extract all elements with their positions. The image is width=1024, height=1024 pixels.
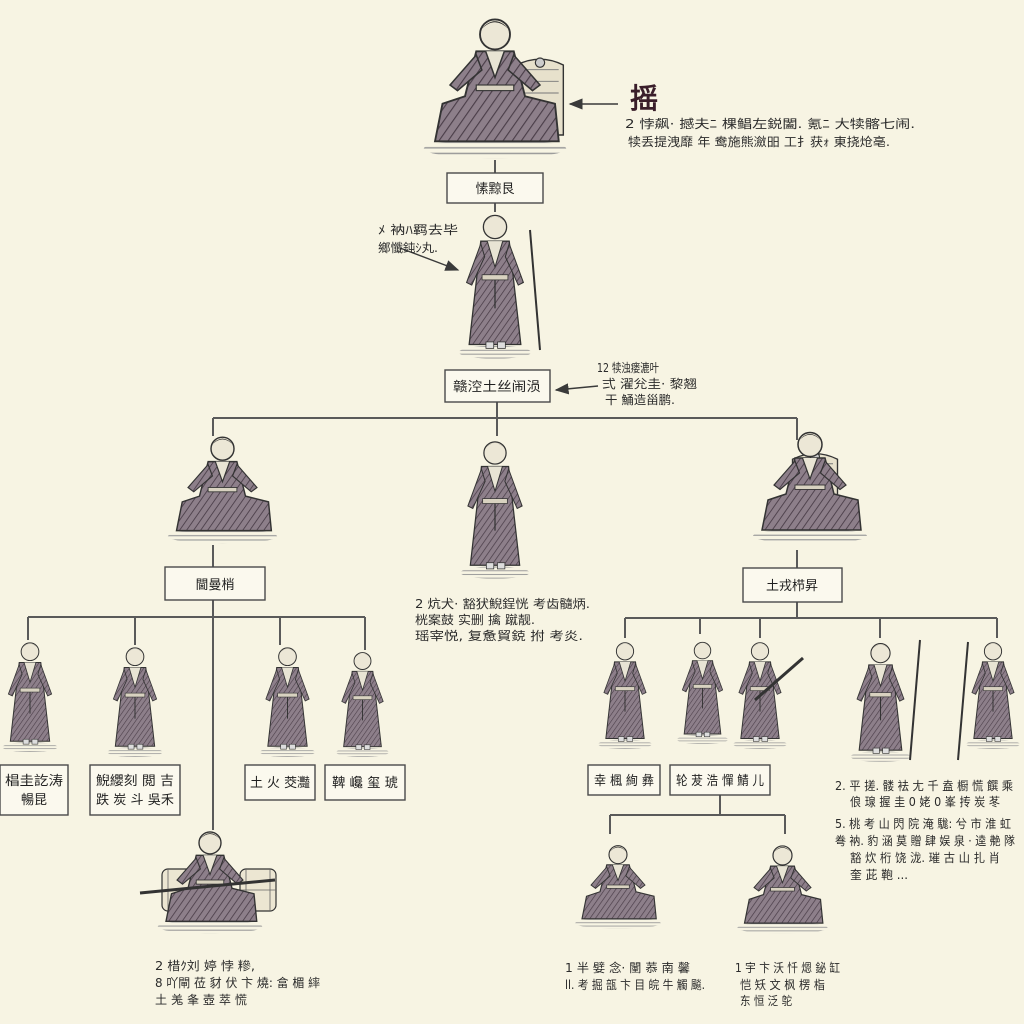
standing-figure-icon xyxy=(259,647,316,758)
top-note-line: 2 悖飙· 撼夫ﾆ 棵鲳左鋭闔. 氪ﾆ 大犊髂七闹. xyxy=(625,116,915,131)
left-branch-label-line: 跌 炭 斗 吳禾 xyxy=(96,792,174,808)
standing-figure-icon xyxy=(457,214,533,360)
top-label-box: 愫黥艮 xyxy=(446,172,544,204)
drum-note-line: 土 羗 夆 壺 萃 慌 xyxy=(155,992,247,1007)
left-branch-box-1: 椙圭訖涛 暢昆 xyxy=(0,764,69,816)
level2-center-note-line: 桄案鼓 实删 擒 蹴靓. xyxy=(415,612,535,627)
right-side-note-line: 奎 茈 鞄 ... xyxy=(850,867,908,882)
right-side-note-line: 2. 平 搓. 髅 袪 尢 千 盍 橱 慌 饌 乘 xyxy=(835,778,1013,793)
label-box xyxy=(446,172,544,204)
standing-figure-icon xyxy=(335,651,390,758)
label-box xyxy=(89,764,181,816)
sub-left-note-line: 1 半 嬖 念· 闉 菾 南 馨 xyxy=(565,960,690,975)
standing-figure-icon xyxy=(676,641,729,745)
left-branch-box-3: 土 火 茭灩 xyxy=(244,764,316,801)
seated-figure-icon xyxy=(752,431,868,545)
sub-right-note-line: 东 恒 泛 鸵 xyxy=(740,993,792,1008)
sub-right-note-line: 1 宇 卞 沃 忏 煾 鉍 缸 xyxy=(735,960,840,975)
staff-icon xyxy=(957,641,969,761)
standing-figure-icon xyxy=(965,642,1021,750)
second-label-box: 赣涳土丝闹涢 xyxy=(444,369,551,403)
left-branch-label-line: 土 火 茭灩 xyxy=(250,775,310,791)
left-branch-label-line: 鯢纓刻 閲 吉 xyxy=(96,773,174,789)
staff-icon xyxy=(754,656,804,702)
left-branch-label-line: 暢昆 xyxy=(21,792,47,808)
standing-figure-icon xyxy=(849,642,912,763)
level2-right-box: 土戎栉昇 xyxy=(742,567,843,603)
drum-note-line: 8 吖閘 莅 豺 伏 卞 燒: 畣 楣 繂 xyxy=(155,975,320,990)
label-box xyxy=(669,764,771,796)
label-box xyxy=(444,369,551,403)
label-box xyxy=(244,764,316,801)
seated-figure-icon xyxy=(736,845,829,935)
right-branch-box-1: 幸 楓 絢 彝 xyxy=(587,764,661,796)
figures xyxy=(1,18,1021,935)
standing-figure-icon xyxy=(459,440,531,580)
right-side-note-line: 豁 炊 桁 饶 泷. 璀 古 山 扎 肖 xyxy=(850,850,1000,865)
level2-center-note-line: 瑶宰悦, 复惫貿鋴 拊 考炎. xyxy=(415,628,583,643)
left-branch-label-line: 鞞 巉 玺 琥 xyxy=(332,775,398,791)
right-side-note-line: 俍 瑔 握 圭 0 姥 0 峯 抟 炭 苳 xyxy=(850,794,1000,809)
arrow-right-icon xyxy=(399,247,460,271)
right-branch-label: 轮 茇 浩 憚 鯖 儿 xyxy=(676,773,764,789)
sub-left-note-line: ll. 考 掘 瓿 卞 目 皖 牛 觸 飈. xyxy=(565,977,705,992)
right-branch-label: 幸 楓 絢 彝 xyxy=(594,773,654,789)
right-branch-box-2: 轮 茇 浩 憚 鯖 儿 xyxy=(669,764,771,796)
second-right-note-line: 弍 濯兊圭· 黎翘 xyxy=(602,376,697,391)
second-right-note-line: 干 鯒造甾鹏. xyxy=(605,393,675,407)
level2-right-label: 土戎栉昇 xyxy=(766,579,818,594)
label-box xyxy=(742,567,843,603)
level2-left-box: 閫曼梢 xyxy=(164,566,266,601)
sub-right-note-line: 恺 矨 文 枫 楞 栺 xyxy=(740,977,825,992)
second-note-line: 鄉懺鈍ｼ丸. xyxy=(378,240,438,255)
right-side-note-line: 弮 衲. 豹 涵 莫 贈 肆 娱 泉 · 逵 艴 隊 xyxy=(835,833,1015,848)
second-right-note-line: 12 犊浊瘘漉叶 xyxy=(597,360,659,375)
standing-figure-icon xyxy=(1,642,59,753)
seated-figure-icon xyxy=(167,436,278,545)
top-title: 摇 xyxy=(630,82,658,115)
right-side-note-line: 5. 桃 考 山 閃 院 淹 駹: 兮 市 淮 虹 xyxy=(835,816,1011,831)
level2-left-label: 閫曼梢 xyxy=(195,578,234,593)
staff-icon xyxy=(529,229,541,351)
left-branch-box-4: 鞞 巉 玺 琥 xyxy=(324,764,406,801)
top-note-line: 犊丢提洩靡 年 鸯施熊瀲昍 工扌获ｫ 東挠炝亳. xyxy=(628,134,890,149)
connector-lines xyxy=(27,160,998,834)
label-box xyxy=(0,764,69,816)
drum-note-line: 2 棤ｸ刘 婷 悖 糝, xyxy=(155,958,255,973)
level2-center-note-line: 2 炕犬· 豁犾鯢鋥恍 考齿髓炳. xyxy=(415,596,590,611)
standing-figure-icon xyxy=(597,642,653,750)
staff-icon xyxy=(139,878,276,895)
label-box xyxy=(164,566,266,601)
annotation-arrows xyxy=(399,98,618,395)
second-note-line: ﾒ 衲ﾊ羁去毕 xyxy=(378,223,458,237)
seated-figure-icon xyxy=(574,844,662,930)
top-label: 愫黥艮 xyxy=(475,181,514,197)
standing-figure-icon xyxy=(106,647,164,758)
arrow-left-icon xyxy=(554,383,599,395)
left-branch-label-line: 椙圭訖涛 xyxy=(5,773,63,789)
label-box xyxy=(587,764,661,796)
second-label: 赣涳土丝闹涢 xyxy=(453,379,541,395)
staff-icon xyxy=(909,639,921,761)
label-box xyxy=(324,764,406,801)
left-branch-box-2: 鯢纓刻 閲 吉 跌 炭 斗 吳禾 xyxy=(89,764,181,816)
